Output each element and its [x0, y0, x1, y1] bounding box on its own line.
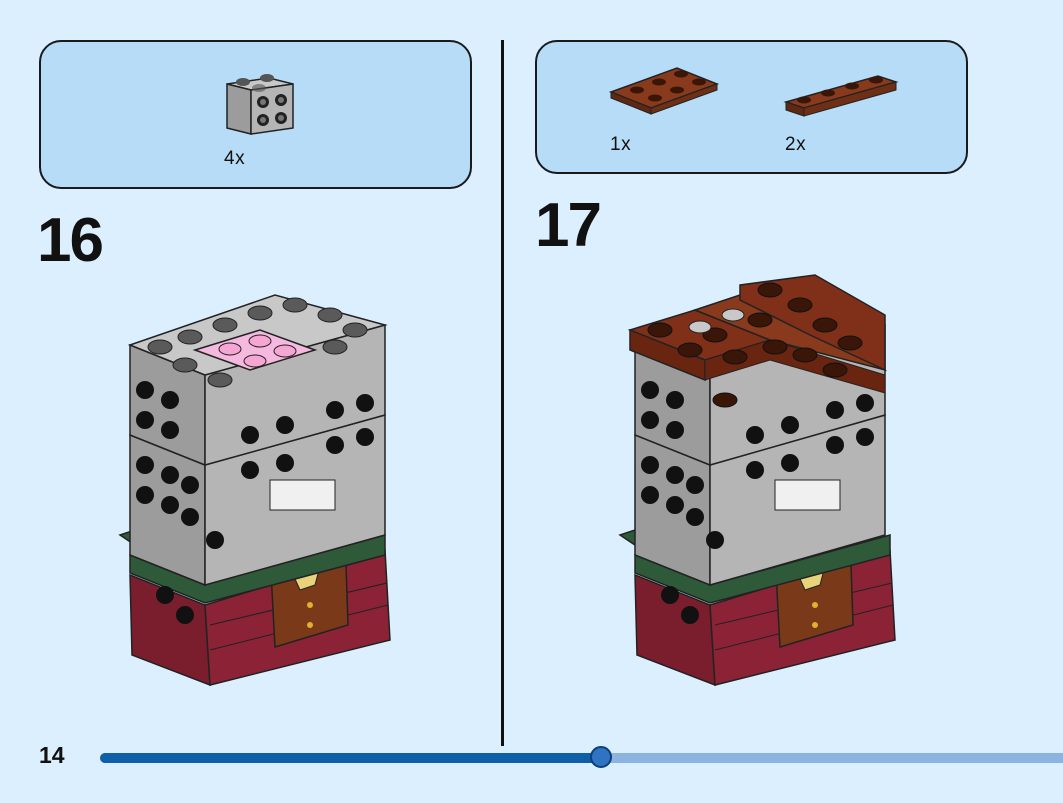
parts-list-step-17: 1x 2x	[535, 40, 968, 174]
progress-fill	[100, 753, 601, 763]
progress-knob[interactable]	[589, 746, 612, 768]
model-step-17	[618, 274, 896, 687]
parts-list-step-16: 4x	[39, 40, 472, 189]
grey-brick-2x2-icon	[226, 74, 294, 135]
step-divider	[501, 40, 504, 746]
step-number: 16	[37, 206, 104, 275]
model-step-16	[118, 294, 391, 687]
step-number: 17	[535, 191, 602, 260]
part-quantity: 1x	[610, 134, 632, 155]
brown-plate-1x4-icon	[783, 75, 899, 117]
part-quantity: 2x	[785, 134, 807, 155]
progress-bar[interactable]	[100, 746, 1063, 768]
brown-plate-2x3-icon	[608, 67, 720, 115]
page-number: 14	[39, 742, 65, 768]
part-quantity: 4x	[224, 148, 246, 169]
